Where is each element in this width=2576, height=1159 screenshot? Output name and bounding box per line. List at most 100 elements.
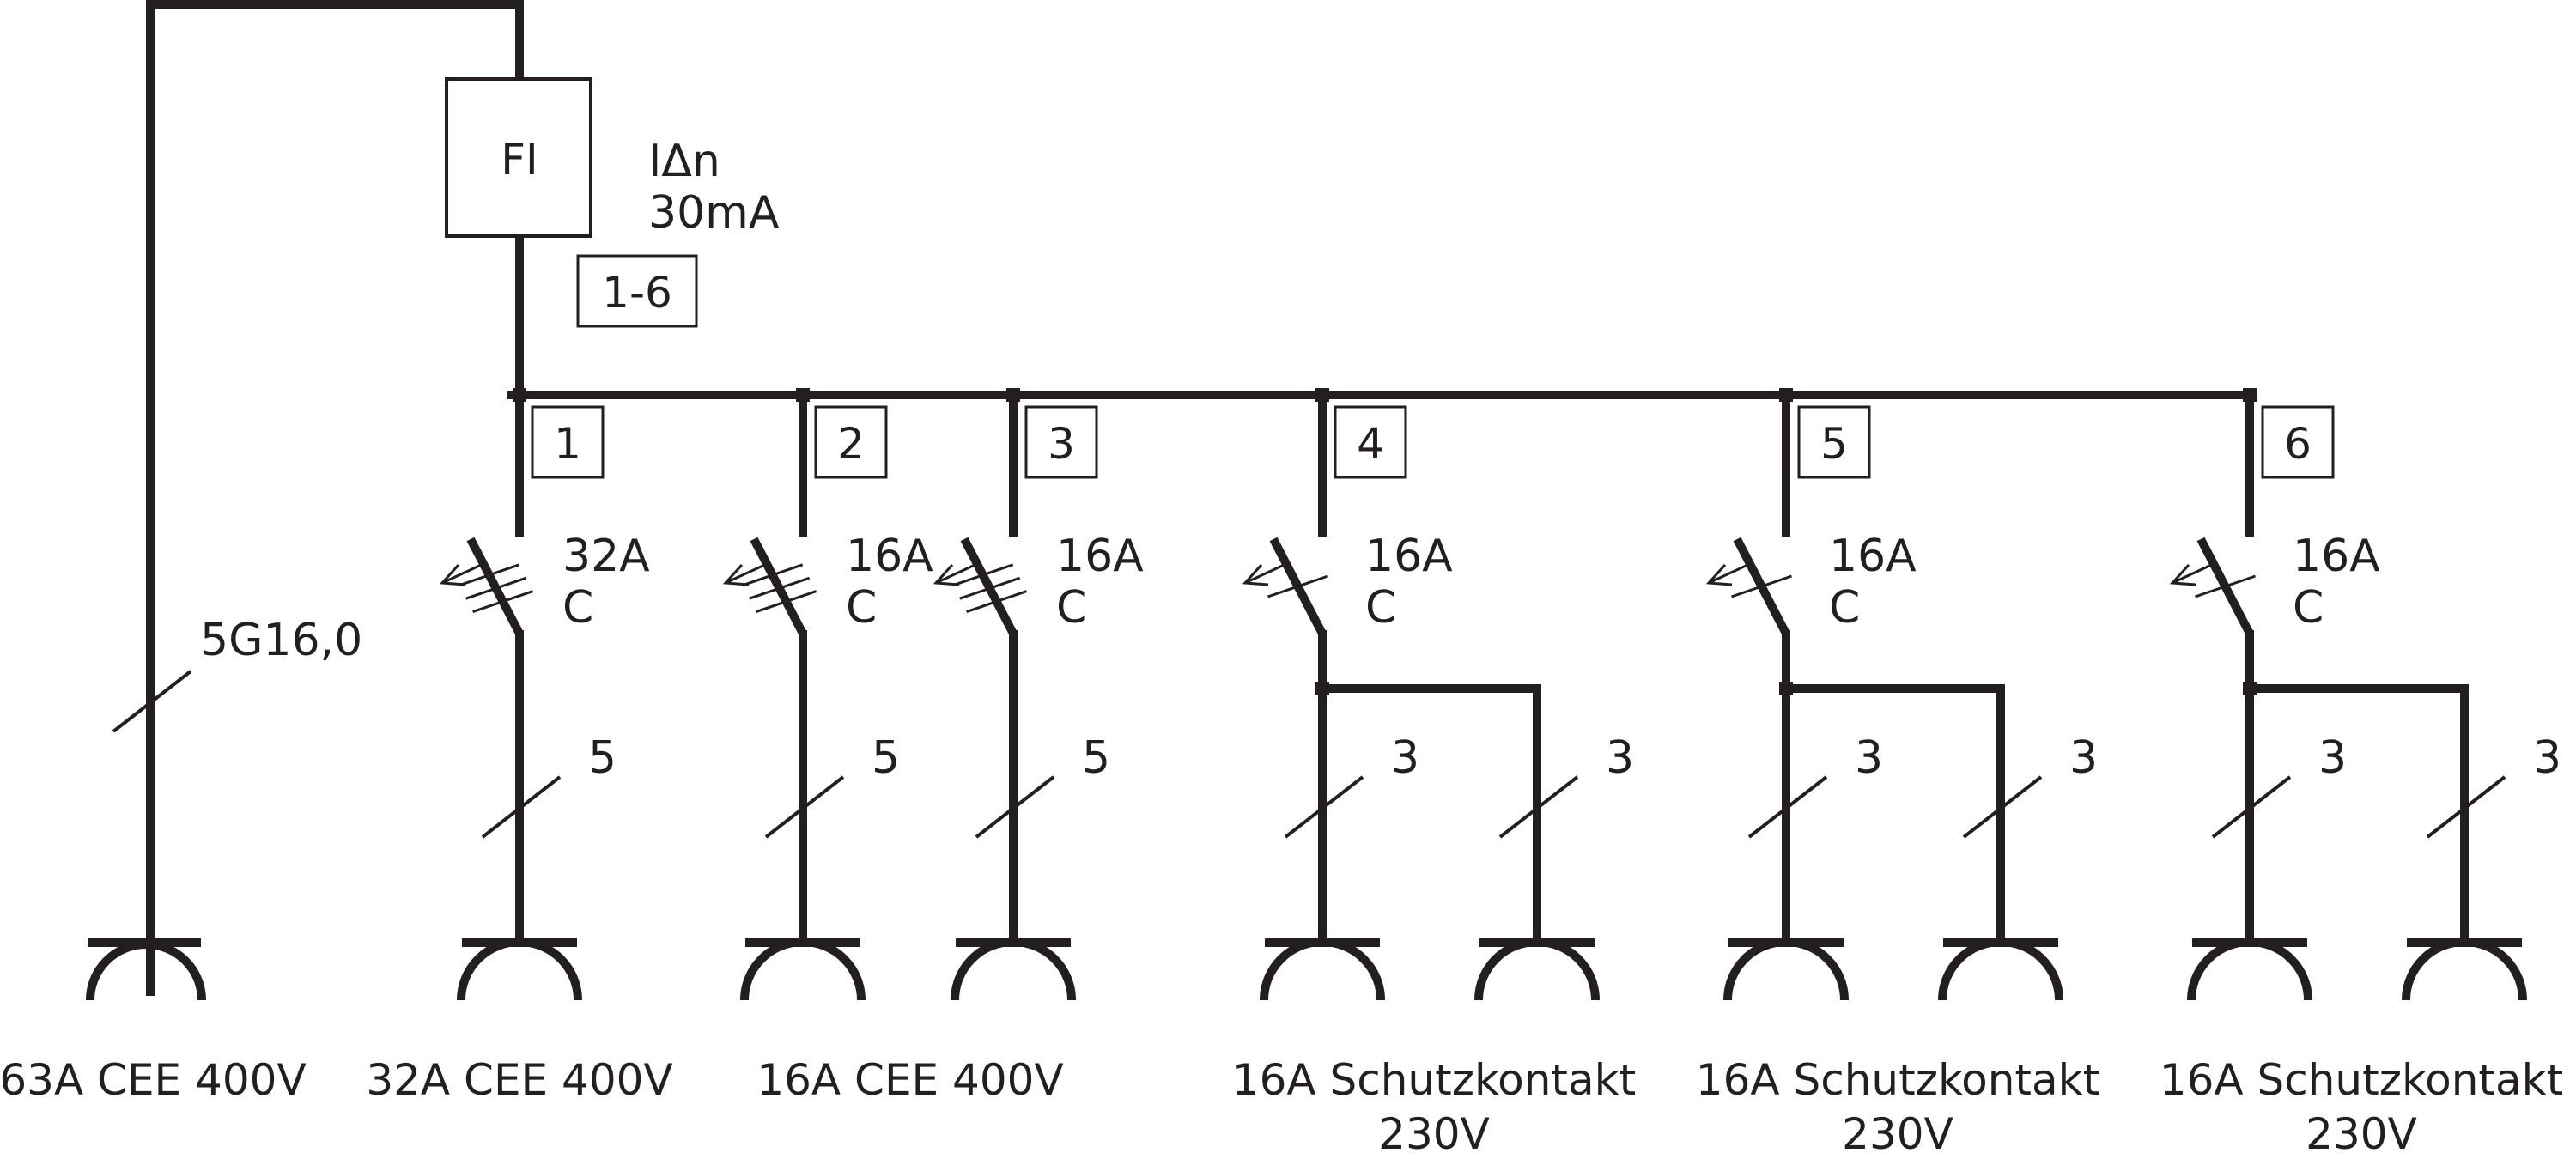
- circuit-number: 5: [1820, 419, 1848, 469]
- trip-arrow-head: [722, 563, 750, 586]
- conductor-tick: [764, 775, 845, 839]
- trip-arrow-head: [1705, 563, 1733, 586]
- trip-arrow-head: [933, 563, 960, 586]
- branch-conductor-count: 3: [1606, 732, 1634, 784]
- breaker-icon: [933, 537, 1028, 636]
- breaker-rating: 16A: [2293, 531, 2380, 582]
- rcd-residual-current-device: FI IΔn 30mA 1-6: [445, 77, 780, 395]
- pole-mark: [472, 590, 534, 614]
- breaker-contact: [750, 537, 807, 636]
- trip-arrow-shaft: [937, 561, 981, 584]
- breaker-curve: C: [2293, 582, 2324, 634]
- breaker-curve: C: [846, 582, 877, 634]
- pole-mark: [465, 576, 527, 600]
- circuit-number: 4: [1357, 419, 1384, 469]
- circuit-number-box: [814, 405, 888, 479]
- breaker-rating: 16A: [846, 531, 933, 582]
- socket-icon: [2187, 938, 2312, 1001]
- conductor-count: 5: [588, 732, 617, 784]
- rcd-range-label: 1-6: [602, 268, 672, 318]
- circuit-number-box: [1024, 405, 1098, 479]
- socket-arc: [457, 938, 582, 1001]
- breaker-rating: 16A: [1829, 531, 1917, 582]
- socket-label-6: 16A Schutzkontakt: [2160, 1055, 2563, 1105]
- feed-conductor-tick: [112, 670, 192, 733]
- feed-cable-label: 5G16,0: [200, 615, 362, 666]
- conductor-count: 3: [2318, 732, 2347, 784]
- rcd-label: FI: [501, 135, 538, 185]
- pole-mark: [2195, 574, 2256, 598]
- branch-conductor-tick: [1962, 775, 2043, 839]
- circuit-number-box: [1797, 405, 1871, 479]
- socket-label-6-voltage: 230V: [2306, 1109, 2417, 1159]
- pole-mark: [1731, 574, 1792, 598]
- conductor-tick: [481, 775, 562, 839]
- socket-labels: 63A CEE 400V 32A CEE 400V 16A CEE 400V 1…: [0, 1055, 2563, 1159]
- socket-arc: [1938, 938, 2063, 1001]
- socket-label-3: 16A CEE 400V: [756, 1055, 1063, 1105]
- conductor-tick: [2211, 775, 2292, 839]
- breaker-icon: [722, 537, 817, 636]
- breaker-contact: [466, 537, 524, 636]
- trip-arrow-head: [1242, 563, 1269, 586]
- pole-mark: [966, 590, 1028, 614]
- branch-conductor-count: 3: [2533, 732, 2561, 784]
- trip-arrow-shaft: [1246, 561, 1291, 584]
- breaker-icon: [1242, 537, 1328, 636]
- breaker-contact: [960, 537, 1018, 636]
- circuit-number-box: [1334, 405, 1407, 479]
- pole-mark: [1267, 574, 1328, 598]
- socket-icon: [1260, 938, 1385, 1001]
- socket-label-5: 16A Schutzkontakt: [1696, 1055, 2099, 1105]
- trip-arrow-shaft: [443, 561, 488, 584]
- branch-wire: [1322, 684, 1541, 943]
- pole-mark: [756, 590, 817, 614]
- breaker-rating: 16A: [1365, 531, 1453, 582]
- pole-mark: [749, 576, 811, 600]
- conductor-tick: [1284, 775, 1364, 839]
- branch-conductor-tick: [1498, 775, 1579, 839]
- socket-arc: [2402, 938, 2527, 1001]
- pole-mark: [459, 563, 520, 587]
- socket-icon: [951, 938, 1076, 1001]
- socket-arc: [1723, 938, 1849, 1001]
- feed-line: [146, 0, 524, 996]
- trip-arrow-shaft: [2173, 561, 2218, 584]
- breaker-curve: C: [1056, 582, 1087, 634]
- breaker-curve: C: [1829, 582, 1860, 634]
- socket-icon: [1723, 938, 1849, 1001]
- socket-label-4-voltage: 230V: [1378, 1109, 1490, 1159]
- socket-icon: [2402, 938, 2527, 1001]
- branch-wire: [1786, 684, 2005, 943]
- conductor-tick: [975, 775, 1055, 839]
- conductor-count: 3: [1391, 732, 1419, 784]
- main-feed: 5G16,0: [86, 0, 524, 1001]
- socket-arc: [951, 938, 1076, 1001]
- circuit-number: 3: [1048, 419, 1075, 469]
- breaker-curve: C: [562, 582, 593, 634]
- breaker-curve: C: [1365, 582, 1396, 634]
- socket-icon: [1938, 938, 2063, 1001]
- pole-mark: [952, 563, 1014, 587]
- socket-label-2: 32A CEE 400V: [366, 1055, 672, 1105]
- breaker-rating: 32A: [562, 531, 650, 582]
- socket-arc: [1260, 938, 1385, 1001]
- trip-arrow-head: [2169, 563, 2196, 586]
- pole-mark: [959, 576, 1021, 600]
- breaker-rating: 16A: [1056, 531, 1144, 582]
- conductor-count: 5: [1082, 732, 1110, 784]
- breaker-icon: [439, 537, 534, 636]
- breaker-icon: [1705, 537, 1792, 636]
- branch-wire: [2250, 684, 2469, 943]
- conductor-count: 3: [1855, 732, 1883, 784]
- rcd-rating-line1: IΔn: [648, 136, 720, 187]
- socket-arc: [1474, 938, 1600, 1001]
- trip-arrow-shaft: [1710, 561, 1754, 584]
- socket-label-4: 16A Schutzkontakt: [1232, 1055, 1636, 1105]
